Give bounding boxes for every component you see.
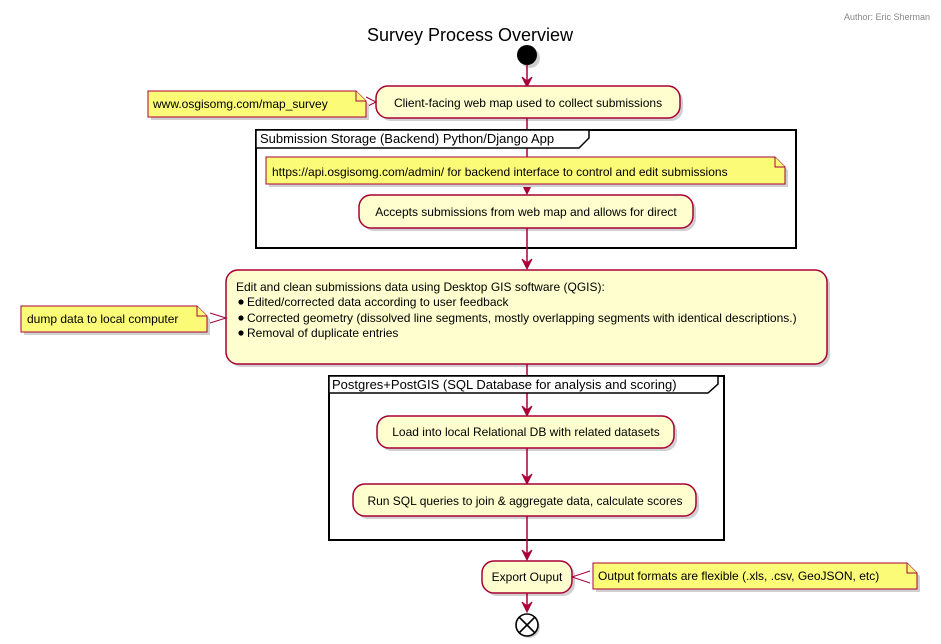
note-admin-url-text: https://api.osgisomg.com/admin/ for back… bbox=[272, 165, 728, 179]
note-web-map-url-text: www.osgisomg.com/map_survey bbox=[152, 97, 328, 111]
note-output-formats bbox=[592, 562, 918, 590]
activity-edit-bullet-2: Corrected geometry (dissolved line segme… bbox=[247, 311, 797, 325]
activity-load-db-label: Load into local Relational DB with relat… bbox=[392, 425, 660, 439]
activity-edit-bullet-1: Edited/corrected data according to user … bbox=[247, 295, 509, 309]
note-web-map-url bbox=[147, 90, 367, 118]
diagram-title: Survey Process Overview bbox=[367, 25, 574, 45]
activity-accepts bbox=[358, 194, 694, 229]
activity-web-map-label: Client-facing web map used to collect su… bbox=[394, 96, 662, 110]
bullet-icon bbox=[238, 315, 244, 321]
activity-run-sql bbox=[352, 483, 697, 517]
note-output-formats-text: Output formats are flexible (.xls, .csv,… bbox=[598, 569, 879, 583]
activity-accepts-label: Accepts submissions from web map and all… bbox=[375, 205, 677, 219]
activity-run-sql-label: Run SQL queries to join & aggregate data… bbox=[367, 494, 682, 508]
partition-backend-label: Submission Storage (Backend) Python/Djan… bbox=[260, 131, 554, 146]
activity-edit-clean-title: Edit and clean submissions data using De… bbox=[236, 280, 605, 294]
activity-load-db bbox=[376, 415, 675, 449]
bullet-icon bbox=[238, 330, 244, 336]
start-node bbox=[517, 45, 537, 65]
activity-edit-bullet-3: Removal of duplicate entries bbox=[247, 326, 398, 340]
note-dump-data bbox=[20, 305, 208, 333]
note-dump-data-text: dump data to local computer bbox=[27, 312, 178, 326]
activity-export-label: Export Ouput bbox=[492, 570, 563, 584]
note-admin-url bbox=[265, 156, 786, 185]
author-label: Author: Eric Sherman bbox=[844, 12, 930, 22]
end-node bbox=[515, 613, 540, 638]
bullet-icon bbox=[238, 299, 244, 305]
partition-database-label: Postgres+PostGIS (SQL Database for analy… bbox=[332, 377, 677, 392]
